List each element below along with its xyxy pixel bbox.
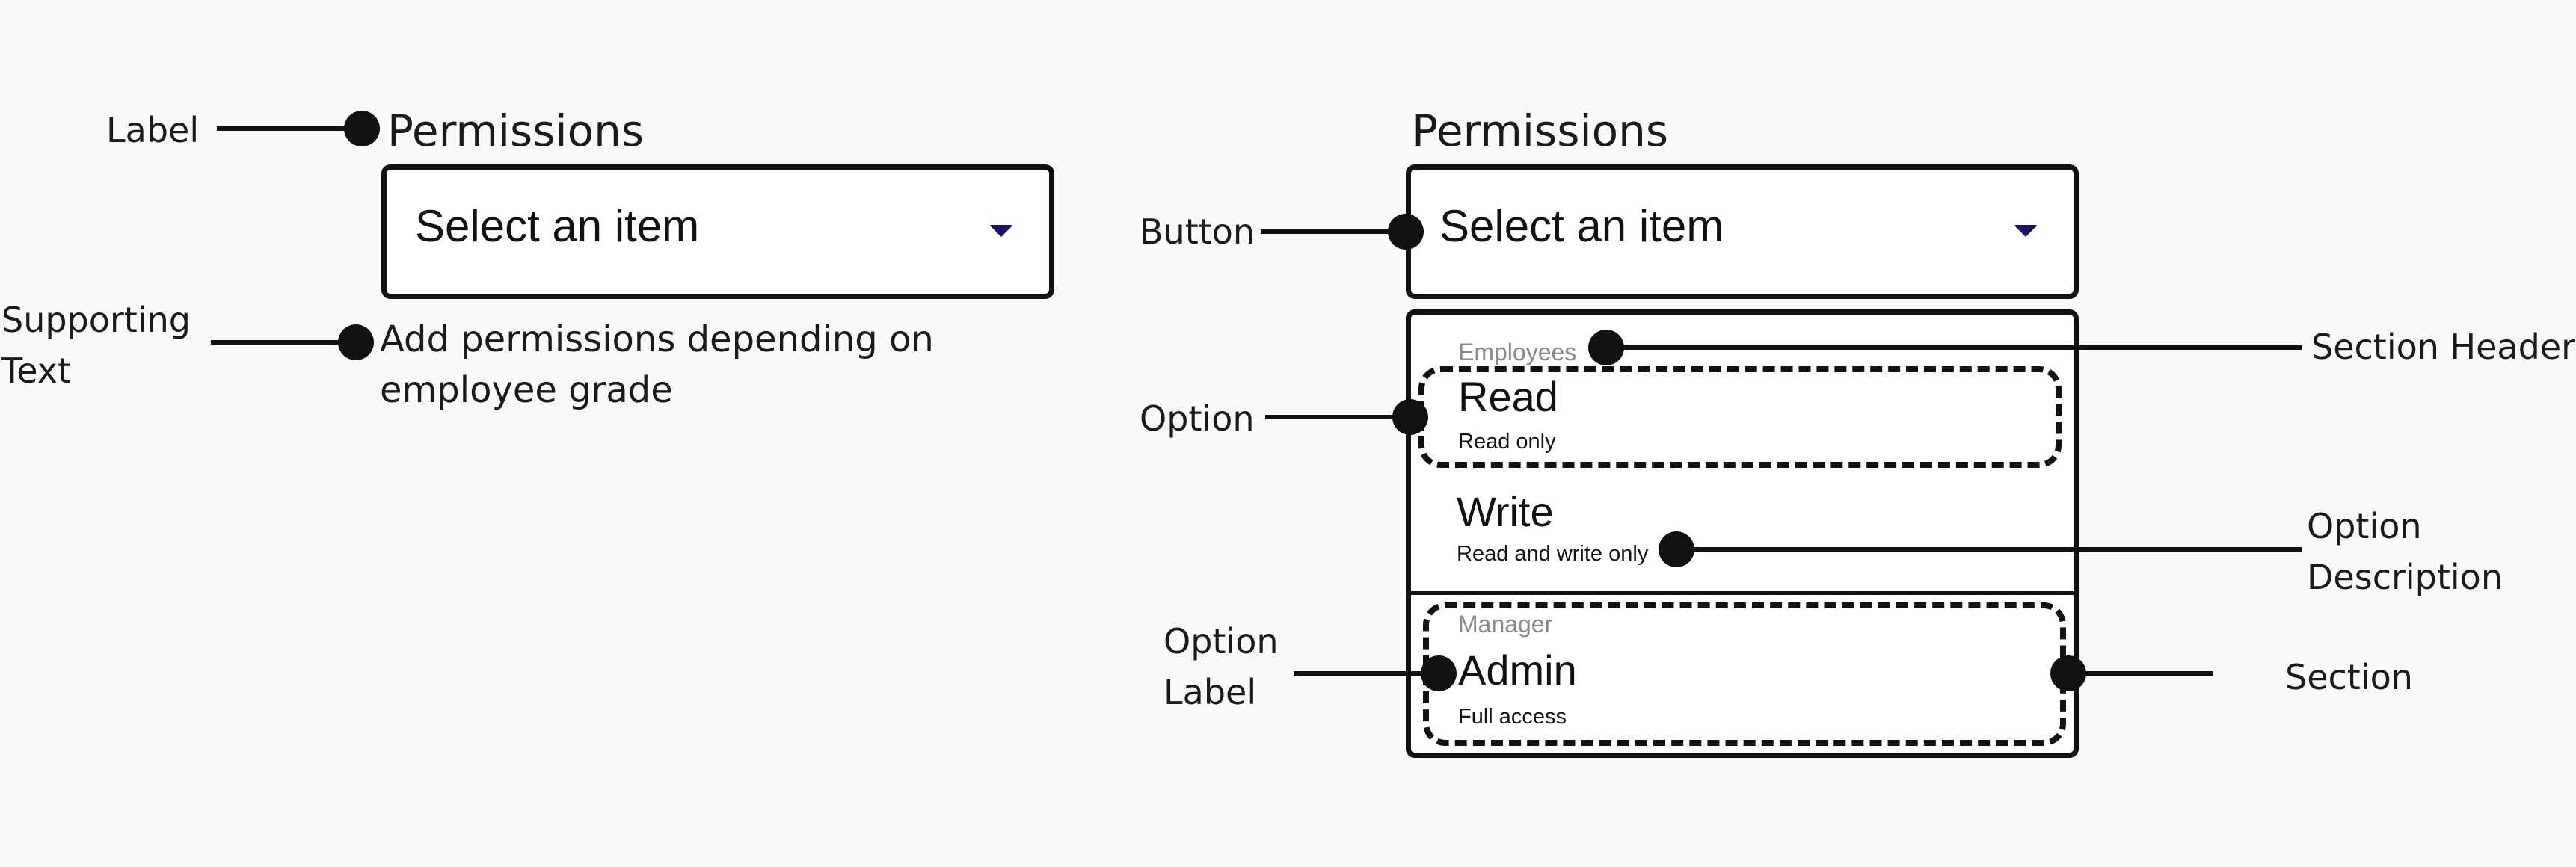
annotation-option: Option: [1140, 398, 1255, 439]
annotation-line: Label: [1163, 672, 1257, 712]
annotation-option-label: Option Label: [1163, 616, 1279, 718]
annotation-option-description: Option Description: [2307, 501, 2503, 602]
annotation-supporting-text: Supporting Text: [1, 294, 191, 396]
right-select-button[interactable]: Select an item: [1406, 164, 2079, 299]
option-label: Read: [1458, 373, 1558, 420]
supporting-text-line: employee grade: [380, 369, 673, 411]
callout-dot: [1388, 214, 1424, 250]
annotation-line: Option: [2307, 506, 2422, 546]
section-divider: [1411, 591, 2074, 595]
section-header: Manager: [1458, 611, 1553, 638]
callout-dot: [1659, 531, 1694, 567]
annotation-button: Button: [1140, 212, 1255, 252]
annotation-line: Option: [1163, 621, 1279, 661]
section-header: Employees: [1458, 339, 1577, 365]
callout-dot: [1421, 655, 1457, 691]
dropdown-menu: Employees Read Read only Write Read and …: [1406, 309, 2079, 758]
option-label: Admin: [1458, 647, 1577, 694]
option-label: Write: [1457, 488, 1554, 535]
callout-dot: [338, 324, 374, 360]
callout-dot: [2050, 655, 2086, 691]
annotation-line: Description: [2307, 557, 2503, 597]
chevron-down-icon: [989, 225, 1013, 237]
annotation-section: Section: [2285, 657, 2413, 697]
option-description: Read only: [1458, 430, 1556, 454]
supporting-text-line: Add permissions depending on: [380, 318, 934, 360]
callout-dot: [344, 111, 380, 146]
right-select-text: Select an item: [1439, 201, 1724, 251]
annotation-line: Text: [1, 351, 72, 391]
left-select-text: Select an item: [415, 201, 700, 251]
chevron-down-icon: [2014, 225, 2038, 237]
callout-dot: [1588, 330, 1624, 365]
option-description: Full access: [1458, 705, 1567, 729]
callout-dot: [1392, 399, 1428, 435]
annotation-line: Supporting: [1, 300, 191, 340]
left-select-button[interactable]: Select an item: [381, 164, 1054, 299]
annotation-section-header: Section Header: [2311, 327, 2576, 367]
left-supporting-text: Add permissions depending on employee gr…: [380, 314, 934, 416]
left-field-label: Permissions: [387, 105, 645, 156]
option-description: Read and write only: [1457, 542, 1649, 566]
right-field-label: Permissions: [1412, 105, 1669, 156]
annotation-label: Label: [106, 110, 200, 150]
